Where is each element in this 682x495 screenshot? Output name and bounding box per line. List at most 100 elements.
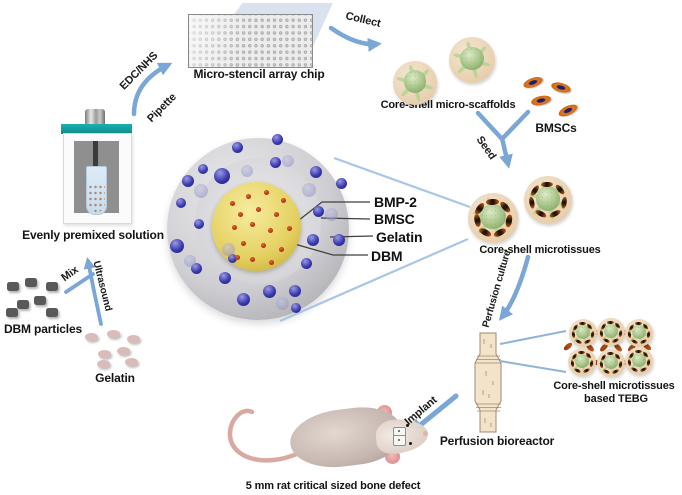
bmp2-dot	[260, 242, 266, 248]
bmsc-sphere-faded	[282, 155, 294, 167]
bmsc-sphere	[227, 253, 237, 263]
bmp2-dot	[234, 254, 240, 260]
seed-branch-bmscs	[499, 109, 531, 142]
premixed-solution	[88, 184, 105, 212]
bmp2-dot	[249, 256, 255, 262]
dbm-particle	[46, 282, 58, 291]
bmsc-sphere	[269, 156, 281, 168]
bioreactor-texture	[482, 339, 494, 427]
bmp2-dot	[263, 189, 269, 195]
core-shell-microtissue-core	[480, 203, 506, 230]
bmsc-sphere	[289, 285, 301, 297]
bmsc-sphere	[231, 141, 243, 153]
bmsc-sphere-faded	[194, 184, 208, 198]
pipette-arrow	[131, 62, 173, 117]
gelatin-particle	[127, 335, 140, 343]
bmp2-dot	[229, 200, 235, 206]
bmsc-sphere	[307, 234, 319, 246]
gelatin-particle	[117, 347, 130, 355]
legend-dbm: DBM	[371, 248, 403, 264]
bmsc-sphere	[198, 164, 208, 174]
seed-branch-scaffolds	[475, 110, 505, 142]
tebg-microtissue-core	[603, 324, 619, 339]
rat-nose	[423, 431, 428, 436]
dbm-particle	[6, 308, 18, 317]
bmp2-dot	[278, 246, 284, 252]
bmsc-sphere	[262, 284, 276, 298]
rat-eye-right	[409, 442, 412, 445]
rat-tail	[227, 408, 302, 463]
gelatin-particle	[97, 360, 110, 368]
bmsc-sphere	[335, 177, 347, 189]
micro-stencil-array-chip	[188, 14, 313, 68]
rat-caption: 5 mm rat critical sized bone defect	[245, 480, 421, 492]
gelatin-particle	[125, 358, 138, 366]
micro-scaffolds-label: Core-shell micro-scaffolds	[380, 99, 516, 111]
tebg-microtissue-core	[631, 325, 647, 340]
dbm-particle	[17, 300, 29, 309]
bmp2-dot	[273, 211, 279, 217]
tebg-microtissue-core	[603, 355, 619, 370]
tebg-microtissue-core	[574, 354, 590, 369]
bmsc-sphere-faded	[221, 242, 235, 256]
gelatin-particle	[85, 333, 98, 341]
core-shell-micro-scaffold-core	[403, 70, 427, 93]
seed-arrow	[499, 135, 513, 169]
bmsc-sphere-faded	[275, 296, 289, 310]
premixed-solution-label: Evenly premixed solution	[22, 228, 164, 242]
perfusion-bioreactor	[474, 332, 502, 433]
bmsc-sphere	[312, 205, 324, 217]
bmsc-sphere-faded	[324, 207, 338, 221]
rat-eye-left	[406, 424, 409, 427]
dbm-particles-label: DBM particles	[3, 322, 83, 336]
bmp2-dot	[268, 259, 274, 265]
bmsc-sphere	[214, 168, 230, 184]
tebg-cell-bridge	[591, 359, 601, 365]
tebg-callout-line-bottom	[499, 360, 567, 373]
perfusion-culture-arrow	[498, 254, 531, 321]
bmsc-sphere	[194, 219, 204, 229]
bmsc-sphere-faded	[184, 255, 196, 267]
tebg-label-line1: Core-shell microtissues	[553, 380, 675, 392]
dbm-particle	[7, 282, 19, 291]
core-shell-microtissue-core	[535, 186, 561, 211]
core-shell-micro-scaffold-core	[460, 46, 484, 71]
tebg-label-line2: based TEBG	[584, 393, 648, 405]
bmsc-sphere	[170, 239, 184, 253]
bmsc-sphere	[190, 262, 202, 274]
bmsc-sphere	[219, 272, 231, 284]
bmsc-sphere	[291, 303, 301, 313]
gelatin-label: Gelatin	[95, 371, 135, 385]
legend-bmsc: BMSC	[374, 211, 415, 227]
sphere-callout-line-top	[333, 156, 471, 209]
bmsc-sphere	[300, 257, 312, 269]
core-shell-microtissue-seeded-cell	[486, 198, 499, 205]
bmsc-sphere	[310, 166, 322, 178]
dbm-particle	[34, 296, 46, 305]
device-lid	[61, 124, 132, 134]
legend-bmp2: BMP-2	[374, 194, 417, 210]
bmp2-dot	[280, 197, 286, 203]
bmp2-dot	[286, 225, 292, 231]
bmp2-dot	[245, 193, 251, 199]
ultrasound-arrow	[83, 256, 103, 326]
sphere-callout-line-bottom	[279, 237, 469, 323]
bmp2-dot	[240, 240, 246, 246]
gelatin-particle	[98, 350, 111, 358]
bmp2-dot	[267, 227, 273, 233]
bmp2-dot	[249, 221, 255, 227]
chip-label: Micro-stencil array chip	[193, 67, 325, 81]
bmscs-label: BMSCs	[535, 121, 577, 135]
bmp2-dot	[231, 224, 237, 230]
tebg-callout-line-top	[499, 330, 567, 345]
tebg-microtissue-core	[631, 353, 647, 368]
tebg-microtissue-core	[575, 325, 591, 340]
mix-arrow	[64, 272, 95, 294]
bmsc-sphere-faded	[302, 183, 316, 197]
rat-skull-implant	[393, 427, 406, 446]
ultrasound-probe-knob	[85, 109, 105, 125]
dbm-particle	[46, 308, 58, 317]
bmsc-sphere	[236, 292, 250, 306]
bmsc-sphere-faded	[241, 165, 253, 177]
